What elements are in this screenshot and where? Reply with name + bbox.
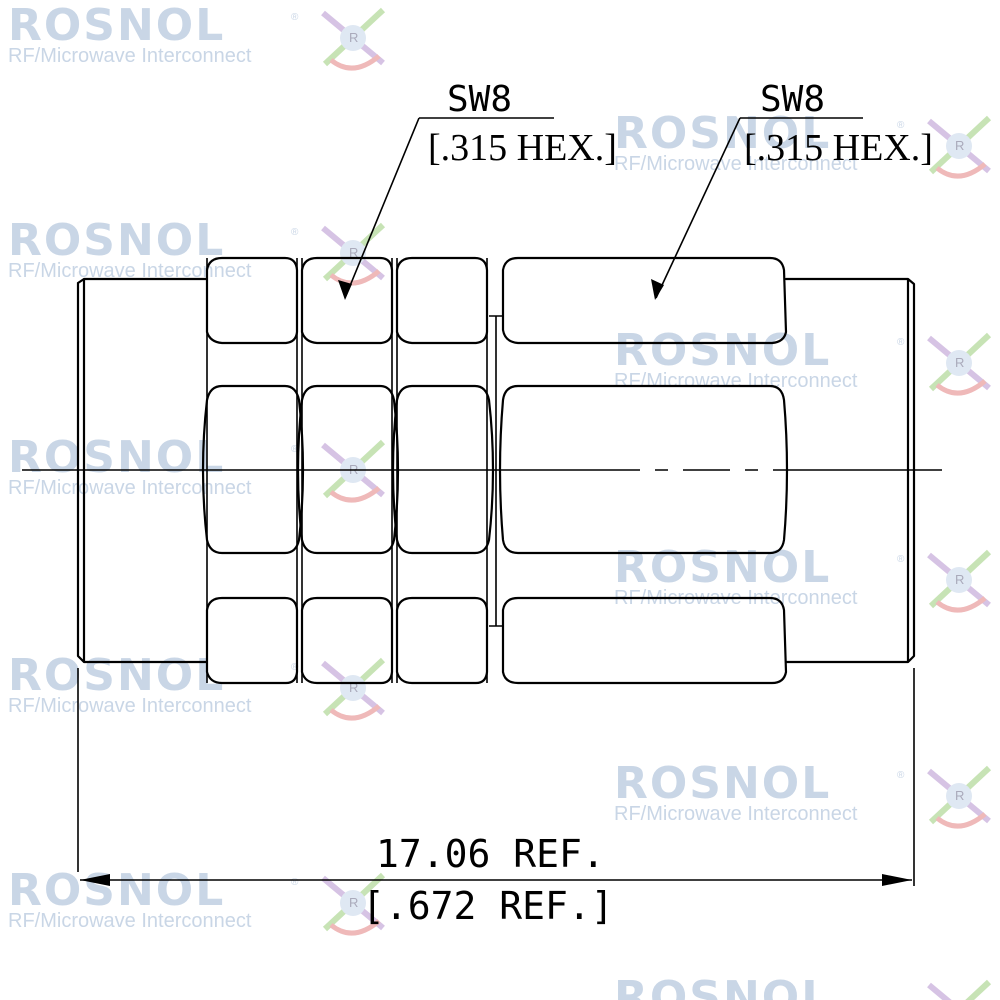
logo-letter: R [955, 138, 964, 153]
logo-letter: R [349, 30, 358, 45]
callout-right-inch: [.315 HEX.] [744, 127, 933, 169]
watermark: ROSNOL [614, 972, 992, 1000]
logo-icon: R [321, 439, 386, 503]
logo-letter: R [955, 572, 964, 587]
callout-right-size: SW8 [760, 79, 825, 120]
watermark-registered: ® [897, 554, 905, 565]
watermark: ROSNOL ® RF/Microwave Interconnect R [614, 758, 992, 829]
logo-icon: R [927, 115, 992, 179]
watermark-registered: ® [291, 227, 299, 238]
watermark-brand: ROSNOL [8, 432, 225, 483]
logo-icon: R [927, 549, 992, 613]
watermark-registered: ® [291, 877, 299, 888]
logo-icon: R [321, 7, 386, 71]
watermark-tagline: RF/Microwave Interconnect [8, 477, 252, 499]
watermark-brand: ROSNOL [614, 542, 831, 593]
watermark: ROSNOL ® RF/Microwave Interconnect R [8, 215, 386, 286]
logo-letter: R [955, 788, 964, 803]
logo-letter: R [349, 245, 358, 260]
watermark-registered: ® [291, 662, 299, 673]
watermark: ROSNOL ® RF/Microwave Interconnect R [8, 865, 386, 936]
watermark-brand: ROSNOL [8, 650, 225, 701]
watermark-tagline: RF/Microwave Interconnect [8, 695, 252, 717]
watermark: ROSNOL ® RF/Microwave Interconnect R [614, 108, 992, 179]
overall-dimension: 17.06 REF. [.672 REF.] [77, 668, 915, 928]
watermark-registered: ® [291, 12, 299, 23]
connector-body [22, 256, 942, 685]
logo-icon: R [321, 222, 386, 286]
watermark-tagline: RF/Microwave Interconnect [8, 910, 252, 932]
logo-icon: R [927, 332, 992, 396]
callout-left-size: SW8 [447, 79, 512, 120]
callout-right-leader [655, 117, 741, 299]
watermark-tagline: RF/Microwave Interconnect [8, 260, 252, 282]
logo-letter: R [349, 895, 358, 910]
main-body-hex [498, 256, 789, 685]
watermark-registered: ® [897, 770, 905, 781]
watermark-brand: ROSNOL [8, 215, 225, 266]
watermark-layer: ROSNOL ® RF/Microwave Interconnect R ROS… [8, 0, 992, 1000]
watermark: ROSNOL ® RF/Microwave Interconnect R [614, 325, 992, 396]
watermark-registered: ® [291, 444, 299, 455]
watermark: ROSNOL ® RF/Microwave Interconnect R [614, 542, 992, 613]
watermark: ROSNOL ® RF/Microwave Interconnect R [8, 0, 386, 71]
hex-nut-1 [201, 256, 305, 685]
logo-icon: R [321, 872, 386, 936]
watermark-tagline: RF/Microwave Interconnect [614, 153, 858, 175]
dimension-inch: [.672 REF.] [362, 884, 614, 928]
neck [489, 315, 503, 627]
watermark-tagline: RF/Microwave Interconnect [614, 370, 858, 392]
hex-nut-3 [391, 256, 495, 685]
watermark-brand: ROSNOL [614, 325, 831, 376]
callout-left-inch: [.315 HEX.] [428, 127, 617, 169]
callout-right: SW8 [.315 HEX.] [651, 79, 933, 300]
logo-letter: R [349, 680, 358, 695]
logo-letter: R [955, 355, 964, 370]
watermark-tagline: RF/Microwave Interconnect [614, 803, 858, 825]
watermark-brand: ROSNOL [614, 108, 831, 159]
hex-nut-2 [296, 256, 400, 685]
callout-left-leader [344, 117, 420, 299]
logo-icon [927, 979, 992, 1000]
watermark-brand: ROSNOL [8, 0, 225, 51]
callout-left-arrowhead [338, 280, 352, 300]
watermark: ROSNOL ® RF/Microwave Interconnect R [8, 432, 386, 503]
watermark-brand: ROSNOL [614, 972, 831, 1000]
dimension-arrow-right [882, 874, 912, 886]
callout-left: SW8 [.315 HEX.] [338, 79, 617, 300]
watermark-brand: ROSNOL [614, 758, 831, 809]
dimension-arrow-left [80, 874, 110, 886]
dimension-metric: 17.06 REF. [376, 832, 605, 876]
watermark-brand: ROSNOL [8, 865, 225, 916]
watermark-tagline: RF/Microwave Interconnect [8, 45, 252, 67]
watermark-registered: ® [897, 120, 905, 131]
callout-right-arrowhead [651, 279, 664, 300]
logo-icon: R [321, 657, 386, 721]
watermark-registered: ® [897, 337, 905, 348]
logo-icon: R [927, 765, 992, 829]
watermark: ROSNOL ® RF/Microwave Interconnect R [8, 650, 386, 721]
